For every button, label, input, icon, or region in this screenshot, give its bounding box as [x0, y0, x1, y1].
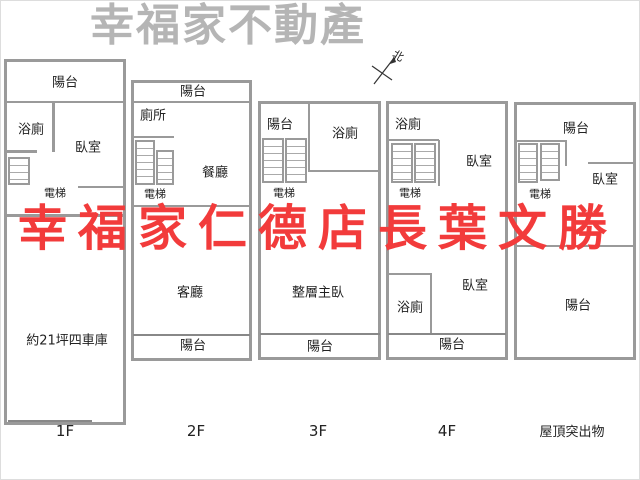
stairs	[156, 150, 174, 185]
room-label: 臥室	[74, 140, 102, 156]
stairs	[135, 140, 155, 185]
room-label: 約21坪四車庫	[26, 333, 108, 349]
room-label: 陽台	[51, 75, 79, 91]
room-label: 電梯	[273, 186, 295, 200]
room-label: 浴廁	[331, 126, 359, 142]
room-label: 電梯	[529, 187, 551, 201]
room-label: 客廳	[176, 285, 204, 301]
room-label: 餐廳	[201, 165, 229, 181]
room-label: 陽台	[438, 337, 466, 353]
stairs	[285, 138, 307, 183]
room-label: 臥室	[465, 154, 493, 170]
watermark-red: 幸福家仁德店長葉文勝	[18, 200, 619, 257]
room-label: 浴廁	[394, 117, 422, 133]
floor-2f-outline	[131, 80, 252, 361]
floor-label-3f: 3F	[308, 422, 328, 440]
room-label: 臥室	[461, 278, 489, 294]
room-label: 電梯	[44, 186, 66, 200]
north-arrow-icon	[371, 56, 396, 85]
room-label: 浴廁	[17, 122, 45, 138]
floor-4f-outline	[386, 101, 508, 360]
room-label: 陽台	[306, 339, 334, 355]
room-label: 陽台	[179, 338, 207, 354]
floor-3f-outline	[258, 101, 381, 360]
stairs	[262, 138, 284, 183]
garage-door	[8, 420, 92, 422]
room-label: 浴廁	[396, 300, 424, 316]
stairs	[8, 157, 30, 185]
room-label: 陽台	[179, 84, 207, 100]
floor-label-2f: 2F	[186, 422, 206, 440]
floor-label-4f: 4F	[437, 422, 457, 440]
room-label: 整層主臥	[291, 285, 345, 301]
floor-label-1f: 1F	[55, 422, 75, 440]
room-label: 陽台	[564, 298, 592, 314]
floor-label-roof: 屋頂突出物	[539, 425, 605, 440]
watermark-grey: 幸福家不動產	[90, 0, 366, 51]
stairs	[414, 143, 436, 183]
stairs	[540, 143, 560, 181]
floor-1f-outline	[4, 59, 126, 425]
stairs	[391, 143, 413, 183]
room-label: 臥室	[591, 172, 619, 188]
room-label: 陽台	[266, 117, 294, 133]
stairs	[518, 143, 538, 183]
room-label: 電梯	[144, 187, 166, 201]
room-label: 陽台	[562, 121, 590, 137]
floor-roof-outline	[514, 102, 636, 360]
room-label: 廁所	[139, 108, 167, 124]
room-label: 電梯	[399, 186, 421, 200]
